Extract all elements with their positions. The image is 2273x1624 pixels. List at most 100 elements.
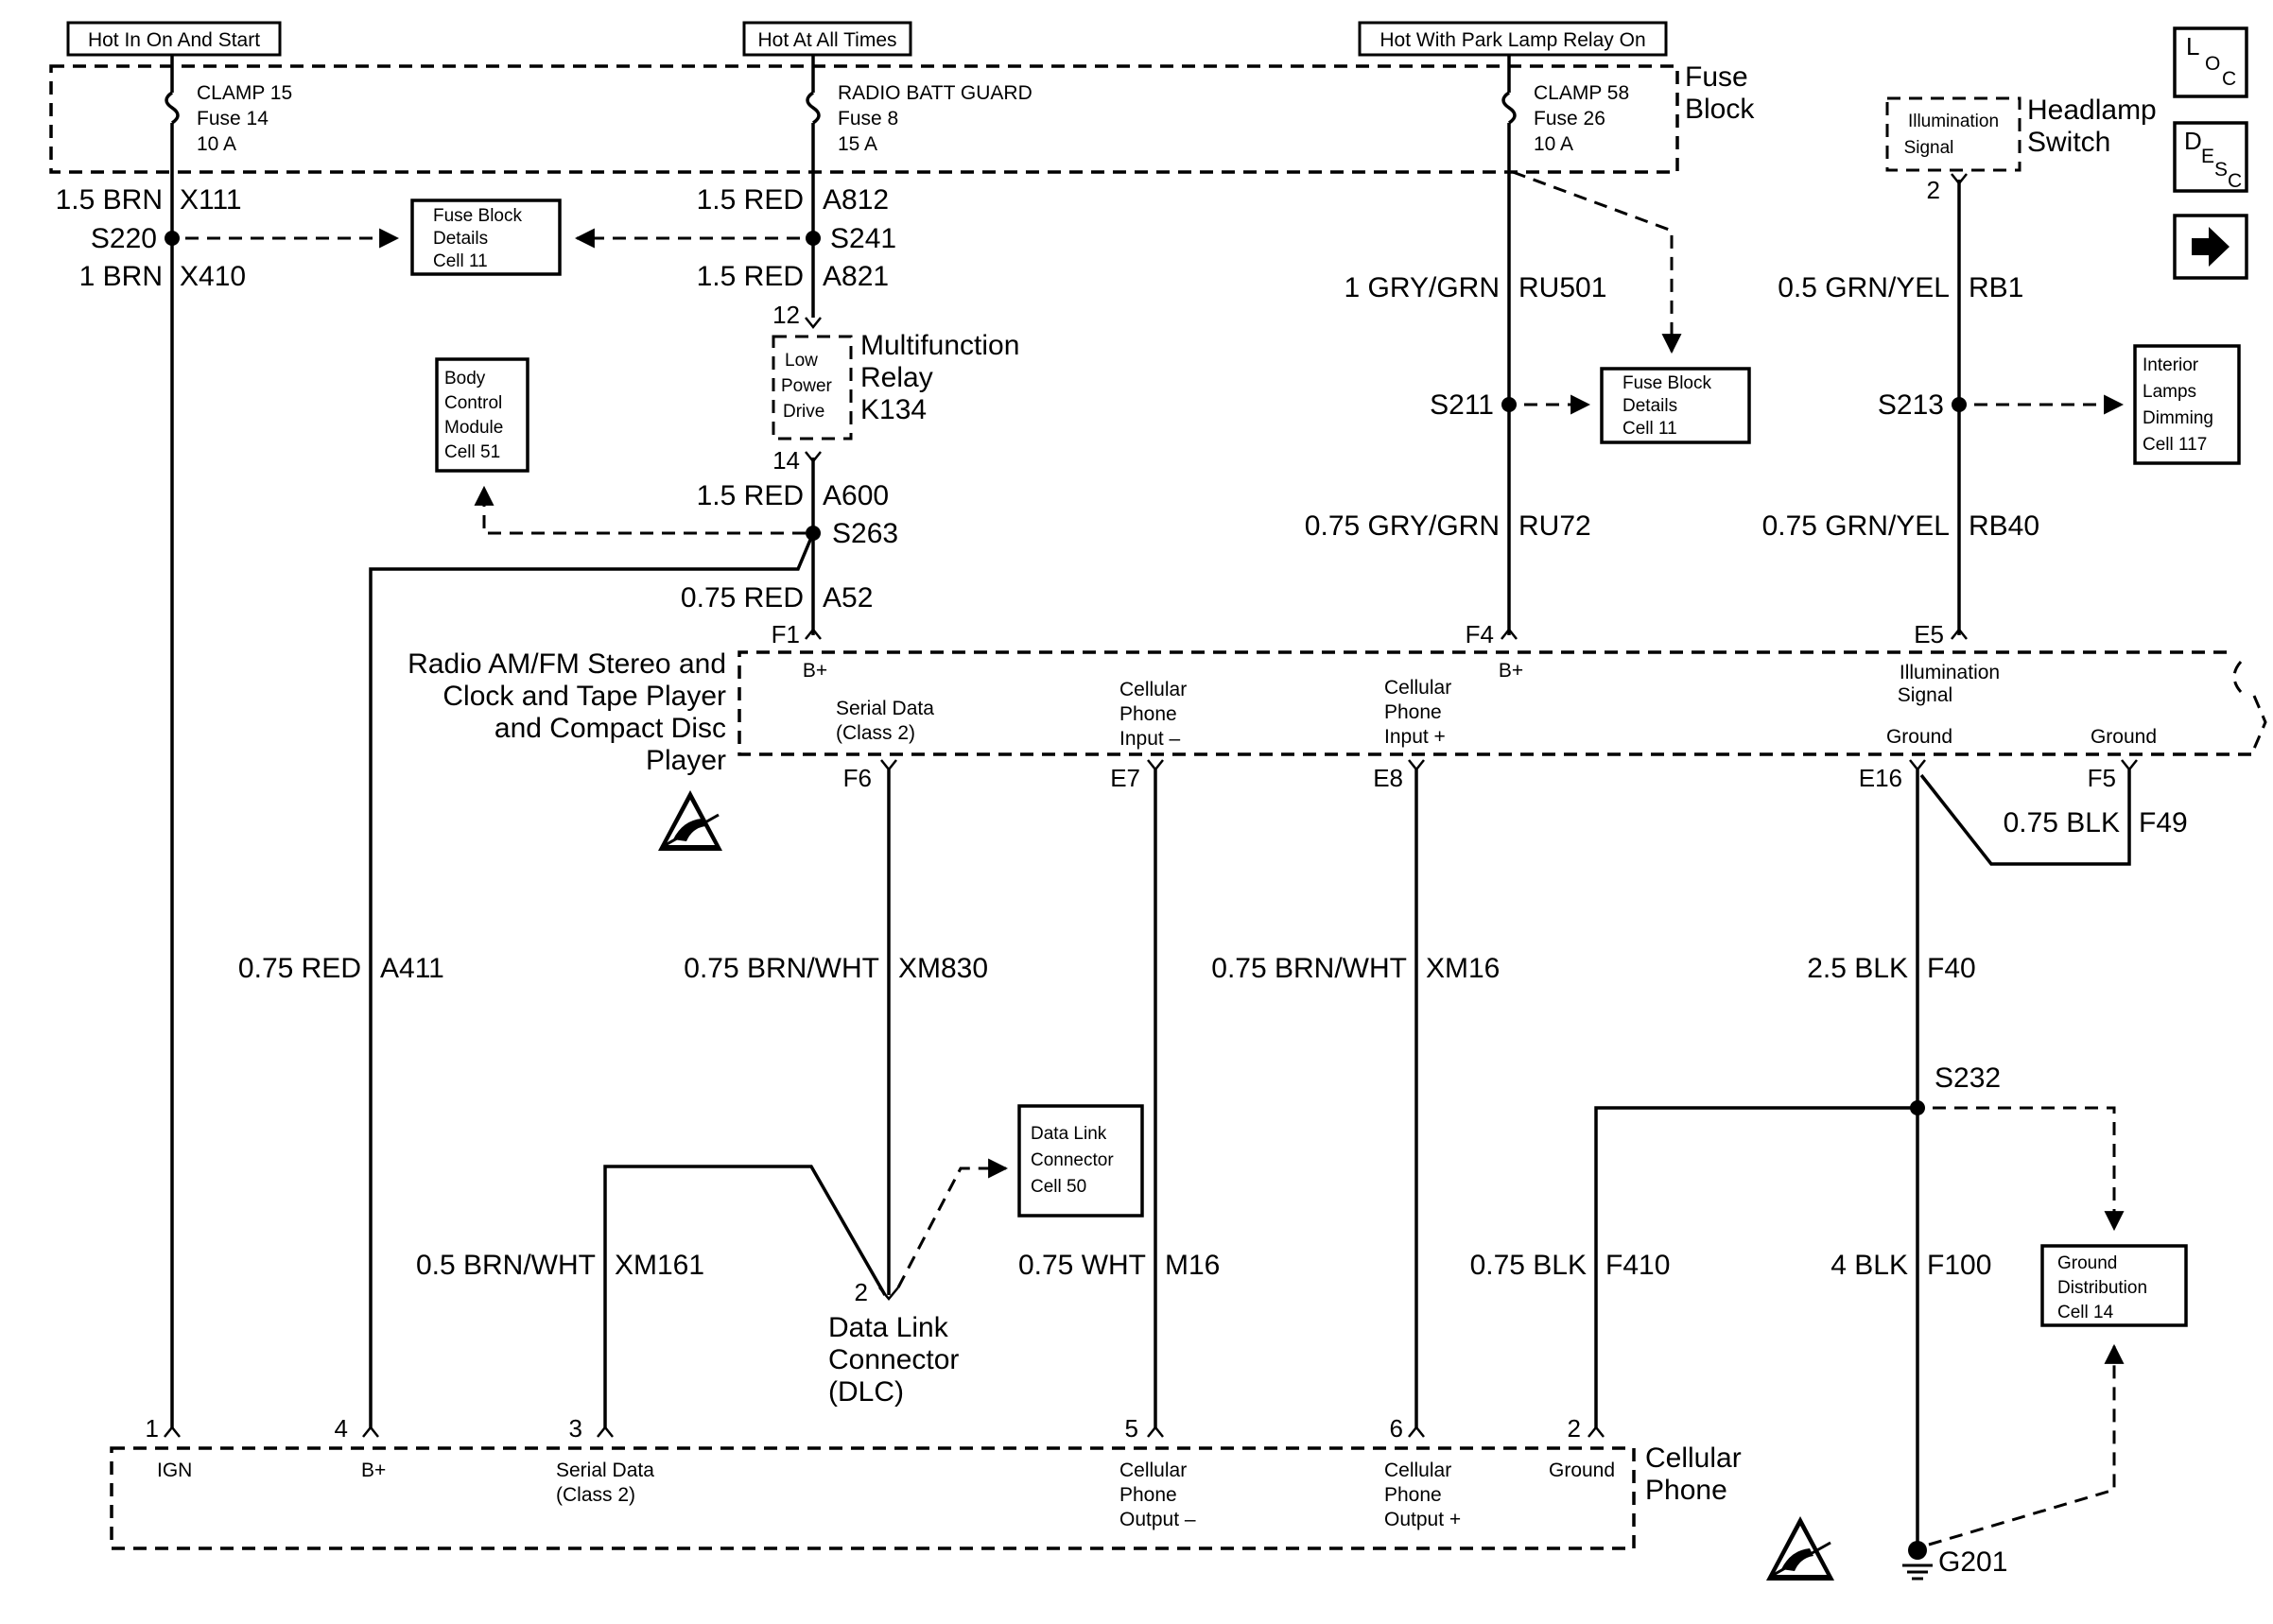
svg-text:Cell 14: Cell 14 xyxy=(2057,1303,2114,1322)
svg-text:Hot At All Times: Hot At All Times xyxy=(757,29,896,51)
pin-f5: F5 xyxy=(2088,764,2116,792)
svg-text:S232: S232 xyxy=(1935,1063,2001,1094)
svg-text:5: 5 xyxy=(1125,1414,1138,1443)
fuse-8: RADIO BATT GUARD Fuse 8 15 A xyxy=(806,55,1032,172)
svg-text:K134: K134 xyxy=(860,394,927,425)
svg-text:0.75 GRY/GRN: 0.75 GRY/GRN xyxy=(1305,510,1500,542)
svg-text:G201: G201 xyxy=(1938,1546,2007,1578)
ground-distribution-ref: Ground Distribution Cell 14 xyxy=(2040,1244,2188,1327)
svg-text:1.5 BRN: 1.5 BRN xyxy=(56,184,163,216)
svg-text:1 GRY/GRN: 1 GRY/GRN xyxy=(1345,272,1501,303)
svg-text:Signal: Signal xyxy=(1904,138,1954,158)
svg-text:RB1: RB1 xyxy=(1969,272,2023,303)
svg-text:Drive: Drive xyxy=(783,402,824,422)
svg-text:(DLC): (DLC) xyxy=(828,1376,904,1408)
headlamp-switch: Illumination Signal Headlamp Switch 2 xyxy=(1885,95,2157,204)
svg-text:RU501: RU501 xyxy=(1518,272,1606,303)
svg-text:Fuse: Fuse xyxy=(1685,61,1748,93)
svg-text:C: C xyxy=(2228,170,2242,192)
svg-text:Lamps: Lamps xyxy=(2143,382,2196,402)
wire-m16: 0.75 WHT M16 xyxy=(1018,769,1220,1429)
radio-cell-in-minus-2: Phone xyxy=(1119,703,1177,725)
svg-text:IGN: IGN xyxy=(157,1460,192,1481)
svg-text:2: 2 xyxy=(1568,1414,1581,1443)
pin-e5: E5 xyxy=(1914,620,1944,648)
svg-text:1: 1 xyxy=(146,1414,159,1443)
fuse-26: CLAMP 58 Fuse 26 10 A xyxy=(1501,55,1629,172)
wire-batt: 1.5 RED A812 S241 1.5 RED A821 12 xyxy=(697,172,896,330)
dlc-connector: 2 Data Link Connector (DLC) xyxy=(828,1158,1009,1408)
svg-text:Relay: Relay xyxy=(860,362,933,393)
svg-text:4: 4 xyxy=(335,1414,348,1443)
svg-text:(Class 2): (Class 2) xyxy=(556,1484,635,1506)
svg-text:10 A: 10 A xyxy=(197,133,236,155)
svg-text:6: 6 xyxy=(1390,1414,1403,1443)
multifunction-relay: Low Power Drive Multifunction Relay K134 xyxy=(772,330,1019,441)
dash-to-bcm xyxy=(474,485,806,535)
svg-text:RB40: RB40 xyxy=(1969,510,2039,542)
esd-warning-icon xyxy=(658,790,722,851)
wire-ground: 0.75 BLK F49 2.5 BLK F40 S232 0.75 BLK F… xyxy=(1470,769,2188,1581)
wire-a411: 0.75 RED A411 xyxy=(238,532,815,1429)
svg-text:A600: A600 xyxy=(823,480,889,511)
svg-text:Phone: Phone xyxy=(1645,1475,1727,1506)
svg-text:S263: S263 xyxy=(832,518,898,549)
svg-text:1 BRN: 1 BRN xyxy=(79,261,163,292)
radio-connector-marks xyxy=(880,759,2138,772)
svg-text:14: 14 xyxy=(772,446,800,475)
radio-ground-e16: Ground xyxy=(1886,726,1952,748)
pin-f4: F4 xyxy=(1466,620,1494,648)
svg-text:F100: F100 xyxy=(1927,1250,1991,1281)
svg-text:Control: Control xyxy=(444,393,502,413)
svg-text:A821: A821 xyxy=(823,261,889,292)
svg-text:Ground: Ground xyxy=(2057,1253,2117,1273)
svg-text:F49: F49 xyxy=(2139,807,2188,838)
svg-text:RADIO BATT GUARD: RADIO BATT GUARD xyxy=(838,82,1032,104)
svg-text:Illumination: Illumination xyxy=(1908,112,1999,131)
svg-text:S213: S213 xyxy=(1878,389,1944,421)
svg-text:E: E xyxy=(2201,146,2214,167)
svg-text:L: L xyxy=(2186,32,2199,60)
svg-text:0.75 BLK: 0.75 BLK xyxy=(2004,807,2120,838)
svg-text:Block: Block xyxy=(1685,94,1755,125)
svg-text:S: S xyxy=(2214,159,2228,181)
svg-text:S220: S220 xyxy=(91,223,157,254)
desc-icon[interactable]: D E S C xyxy=(2173,121,2248,193)
svg-text:F410: F410 xyxy=(1605,1250,1670,1281)
svg-text:C: C xyxy=(2222,68,2236,90)
svg-text:0.75 GRN/YEL: 0.75 GRN/YEL xyxy=(1762,510,1950,542)
svg-text:2.5 BLK: 2.5 BLK xyxy=(1807,953,1908,984)
radio-cell-in-plus: Cellular xyxy=(1384,677,1451,699)
radio-component: Radio AM/FM Stereo and Clock and Tape Pl… xyxy=(408,648,2267,776)
svg-text:RU72: RU72 xyxy=(1518,510,1591,542)
svg-text:0.75 BLK: 0.75 BLK xyxy=(1470,1250,1587,1281)
loc-icon[interactable]: L O C xyxy=(2173,26,2248,98)
pin-e8: E8 xyxy=(1373,764,1403,792)
radio-cell-in-minus: Cellular xyxy=(1119,679,1187,700)
svg-text:Low: Low xyxy=(785,351,818,371)
radio-cell-in-minus-3: Input – xyxy=(1119,728,1181,750)
svg-text:1.5 RED: 1.5 RED xyxy=(697,184,804,216)
svg-text:Cell 11: Cell 11 xyxy=(1622,419,1677,439)
svg-text:0.75 RED: 0.75 RED xyxy=(681,582,804,613)
radio-bplus-f4: B+ xyxy=(1499,660,1523,682)
svg-text:D: D xyxy=(2184,127,2202,155)
svg-text:2: 2 xyxy=(1927,176,1940,204)
svg-text:Serial Data: Serial Data xyxy=(556,1460,654,1481)
svg-text:XM161: XM161 xyxy=(615,1250,704,1281)
svg-text:0.5 GRN/YEL: 0.5 GRN/YEL xyxy=(1778,272,1950,303)
svg-text:Cell 51: Cell 51 xyxy=(444,442,500,462)
svg-text:Dimming: Dimming xyxy=(2143,408,2213,428)
arrow-right-icon[interactable] xyxy=(2173,214,2248,280)
svg-text:X410: X410 xyxy=(180,261,246,292)
wire-xm830: 0.75 BRN/WHT XM830 xyxy=(684,769,988,1295)
fuse-block: Fuse Block xyxy=(49,61,1755,174)
svg-text:Distribution: Distribution xyxy=(2057,1278,2147,1298)
svg-text:Data Link: Data Link xyxy=(1031,1124,1107,1144)
radio-illum-label: Illumination xyxy=(1900,662,2000,683)
cellular-phone-component: Cellular Phone xyxy=(110,1443,1742,1550)
svg-text:Output +: Output + xyxy=(1384,1509,1461,1530)
svg-text:Connector: Connector xyxy=(828,1344,959,1375)
svg-text:Cell 50: Cell 50 xyxy=(1031,1177,1086,1197)
